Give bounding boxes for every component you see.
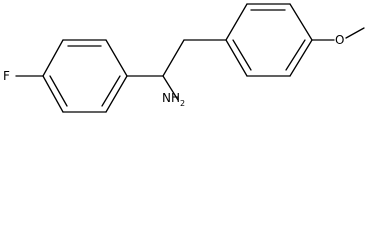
double-bond-inner (285, 39, 306, 71)
fluorophenyl-ring (42, 39, 128, 113)
oxygen-to-methyl-bond (345, 27, 365, 39)
carbon-to-amine-bond (162, 75, 179, 101)
double-bond-inner (232, 39, 252, 71)
bond (105, 75, 128, 113)
bond (105, 39, 128, 77)
structural-formula: F NH2 O (3, 3, 365, 113)
amine-label-main: NH (162, 91, 180, 105)
double-bond-inner (101, 75, 121, 107)
oxygen-atom-label: O (335, 33, 344, 47)
amine-label-subscript: 2 (180, 99, 185, 108)
amine-atom-label: NH2 (162, 91, 185, 108)
fluorine-atom-label: F (3, 69, 10, 83)
double-bond-inner (49, 75, 68, 107)
bond (225, 3, 248, 41)
methoxyphenyl-ring (225, 3, 313, 77)
bond (42, 39, 64, 77)
bond (225, 39, 248, 77)
bond (42, 75, 64, 113)
bond (289, 39, 313, 77)
carbon-to-methylene-bond (162, 39, 185, 77)
bond (289, 3, 313, 41)
